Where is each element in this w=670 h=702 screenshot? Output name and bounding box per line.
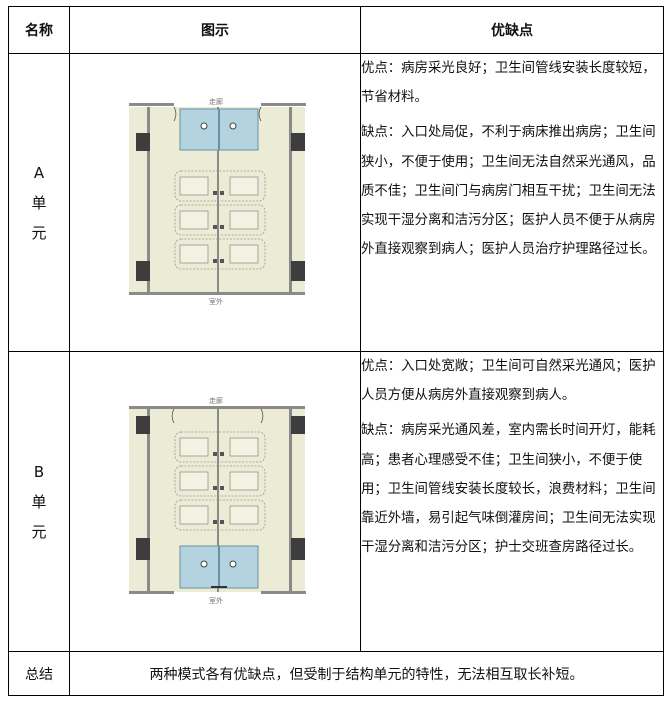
unit-a-description: 优点：病房采光良好；卫生间管线安装长度较短，节省材料。 缺点：入口处局促，不利于… [360,53,664,352]
unit-b-cons: 缺点：病房采光通风差，室内需长时间开灯，能耗高；患者心理感受不佳；卫生间狭小，不… [361,423,656,556]
outdoor-label: 室外 [209,596,223,605]
comparison-table: 名称 图示 优缺点 A 单 元 走廊 [8,6,664,696]
unit-a-floor-plan: 走廊 [129,97,306,306]
unit-a-figure-cell: 走廊 [69,53,361,352]
unit-b-row: B 单 元 走廊 [8,351,664,652]
summary-text: 两种模式各有优缺点，但受制于结构单元的特性，无法相互取长补短。 [69,651,664,696]
header-pros-cons: 优缺点 [360,6,664,54]
unit-b-figure-cell: 走廊 [69,351,361,652]
header-figure: 图示 [69,6,361,54]
unit-b-name: B 单 元 [8,351,70,652]
outdoor-label: 室外 [209,297,223,306]
unit-b-floor-plan: 走廊 [129,396,306,605]
unit-a-name: A 单 元 [8,53,70,352]
header-row: 名称 图示 优缺点 [8,6,664,54]
unit-a-pros: 优点：病房采光良好；卫生间管线安装长度较短，节省材料。 [361,61,656,106]
unit-b-description: 优点：入口处宽敞；卫生间可自然采光通风；医护人员方便从病房外直接观察到病人。 缺… [360,351,664,652]
summary-name: 总结 [8,651,70,696]
summary-row: 总结 两种模式各有优缺点，但受制于结构单元的特性，无法相互取长补短。 [8,651,664,696]
header-name: 名称 [8,6,70,54]
unit-a-row: A 单 元 走廊 [8,53,664,352]
unit-b-pros: 优点：入口处宽敞；卫生间可自然采光通风；医护人员方便从病房外直接观察到病人。 [361,359,656,404]
corridor-label: 走廊 [209,97,223,106]
corridor-label: 走廊 [209,396,223,405]
unit-a-cons: 缺点：入口处局促，不利于病床推出病房；卫生间狭小，不便于使用；卫生间无法自然采光… [361,125,656,258]
